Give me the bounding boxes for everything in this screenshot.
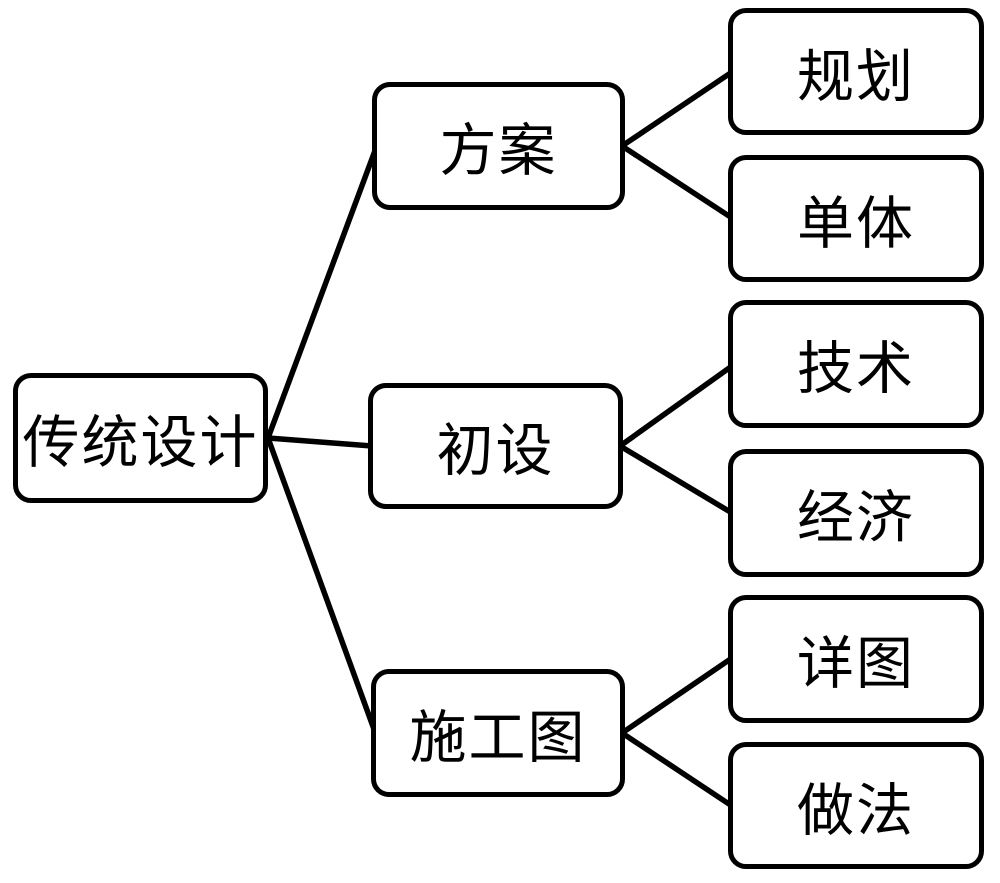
connector-branch-2-to-leaf-0 xyxy=(619,655,735,736)
node-branch-scheme: 方案 xyxy=(372,82,625,210)
node-label: 单体 xyxy=(797,192,915,256)
node-branch-construction-drawing: 施工图 xyxy=(371,669,625,797)
node-label: 施工图 xyxy=(409,707,587,770)
node-label: 方案 xyxy=(439,120,558,183)
node-leaf-technology: 技术 xyxy=(728,300,984,428)
connector-branch-1-to-leaf-1 xyxy=(617,443,735,516)
node-leaf-detail-drawing: 详图 xyxy=(728,595,984,723)
node-label: 经济 xyxy=(797,487,915,550)
connector-branch-0-to-leaf-0 xyxy=(619,69,735,149)
node-label: 做法 xyxy=(797,779,915,843)
node-label: 初设 xyxy=(436,420,555,483)
connector-branch-1-to-leaf-0 xyxy=(617,363,735,449)
node-label: 规划 xyxy=(797,45,915,109)
connector-branch-0-to-leaf-1 xyxy=(619,143,735,221)
node-label: 详图 xyxy=(797,633,915,696)
connector-branch-2-to-leaf-1 xyxy=(619,730,735,809)
node-leaf-economy: 经济 xyxy=(728,449,984,577)
connector-root-to-branch-0 xyxy=(265,145,379,441)
connector-root-to-branch-2 xyxy=(265,435,378,735)
node-label: 传统设计 xyxy=(22,412,259,475)
node-leaf-method: 做法 xyxy=(728,742,984,869)
node-root-traditional-design: 传统设计 xyxy=(13,373,268,503)
node-leaf-single-building: 单体 xyxy=(728,155,984,282)
node-label: 技术 xyxy=(797,338,915,401)
node-branch-preliminary-design: 初设 xyxy=(368,383,623,509)
connector-root-to-branch-1 xyxy=(265,435,375,449)
node-leaf-planning: 规划 xyxy=(728,8,984,135)
